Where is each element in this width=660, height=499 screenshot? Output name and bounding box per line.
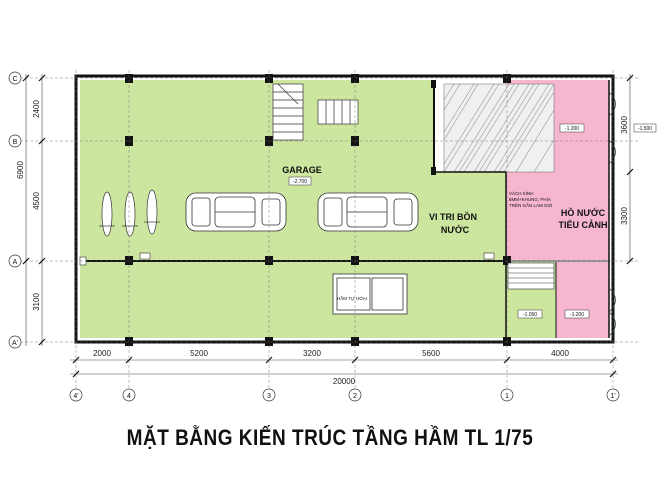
level-garage: -2.700 xyxy=(293,179,307,185)
dim-left-2: 4500 xyxy=(32,192,41,210)
dimension-lines xyxy=(25,74,631,375)
garage-label: GARAGE xyxy=(282,165,322,175)
axis-label-4-prime: 4' xyxy=(73,393,78,400)
dim-bottom-5: 4000 xyxy=(551,349,569,358)
level-pond-top: -1.200 xyxy=(565,126,579,132)
dim-bottom-4: 5600 xyxy=(422,349,440,358)
axis-bubble-a-prime xyxy=(8,335,22,349)
tank-floor xyxy=(434,172,506,260)
axis-label-1: 1 xyxy=(505,393,509,400)
pond-lower xyxy=(556,262,609,338)
wall-note-1: VÁCH KÍNH xyxy=(509,190,534,196)
axis-bubble-a xyxy=(8,254,22,268)
dim-bottom-2: 5200 xyxy=(190,349,208,358)
doors xyxy=(608,91,616,337)
axis-label-a-prime: A' xyxy=(12,340,18,347)
garage-floor xyxy=(80,80,434,260)
motorbike-icon xyxy=(99,191,115,237)
tank-label-line2: NƯỚC xyxy=(441,224,470,235)
level-lower-right: -1.200 xyxy=(570,312,584,318)
dim-left-1: 2400 xyxy=(32,100,41,118)
car-icon xyxy=(317,192,419,232)
wall-note-3: TRÊN GẮN LAM GIÓ xyxy=(509,201,553,208)
motorbike-icon xyxy=(122,191,138,237)
pond-label-line2: TIỂU CẢNH xyxy=(559,219,608,230)
axis-label-1-prime: 1' xyxy=(610,393,615,400)
axis-label-c: C xyxy=(12,76,17,83)
septic-label: HẦM TỰ HOẠI xyxy=(337,295,367,301)
level-lower-mid: -1.050 xyxy=(523,312,537,318)
pond-label-line1: HỒ NƯỚC xyxy=(561,207,606,218)
dimension-ticks xyxy=(22,74,634,378)
grid-lines xyxy=(20,70,640,395)
motorbike-icon xyxy=(144,189,160,235)
axis-label-3: 3 xyxy=(267,393,271,400)
level-outside: -1.500 xyxy=(638,126,652,132)
drawing-title: MẶT BẰNG KIẾN TRÚC TẦNG HẦM TL 1/75 xyxy=(126,426,534,451)
axis-label-b: B xyxy=(13,139,18,146)
tank-label-line1: VI TRI BỒN xyxy=(429,211,477,222)
axis-bubbles-cols xyxy=(69,388,620,402)
axis-bubble-b xyxy=(8,134,22,148)
level-tags xyxy=(288,123,657,319)
car-icon xyxy=(185,192,287,232)
dim-bottom-1: 2000 xyxy=(93,349,111,358)
floor-areas xyxy=(80,80,609,338)
axis-label-a: A xyxy=(13,259,18,266)
axis-bubbles-rows xyxy=(8,71,22,349)
septic-tank xyxy=(332,273,408,315)
wall-note-2: 8MM+KHUNG, PHÍA xyxy=(509,196,551,202)
dim-right-2: 3300 xyxy=(620,207,629,225)
dim-left-3: 3100 xyxy=(32,293,41,311)
dim-bottom-total: 20000 xyxy=(333,377,356,386)
dim-right-1: 3600 xyxy=(620,116,629,134)
lower-floor xyxy=(80,262,506,338)
axis-bubble-c xyxy=(8,71,22,85)
staircase-lower xyxy=(507,262,555,290)
dim-left-total: 6900 xyxy=(16,161,25,179)
dim-bottom-3: 3200 xyxy=(303,349,321,358)
staircase-top xyxy=(272,83,359,141)
axis-label-2: 2 xyxy=(353,393,357,400)
axis-label-4: 4 xyxy=(127,393,131,400)
hatched-area xyxy=(443,83,555,173)
